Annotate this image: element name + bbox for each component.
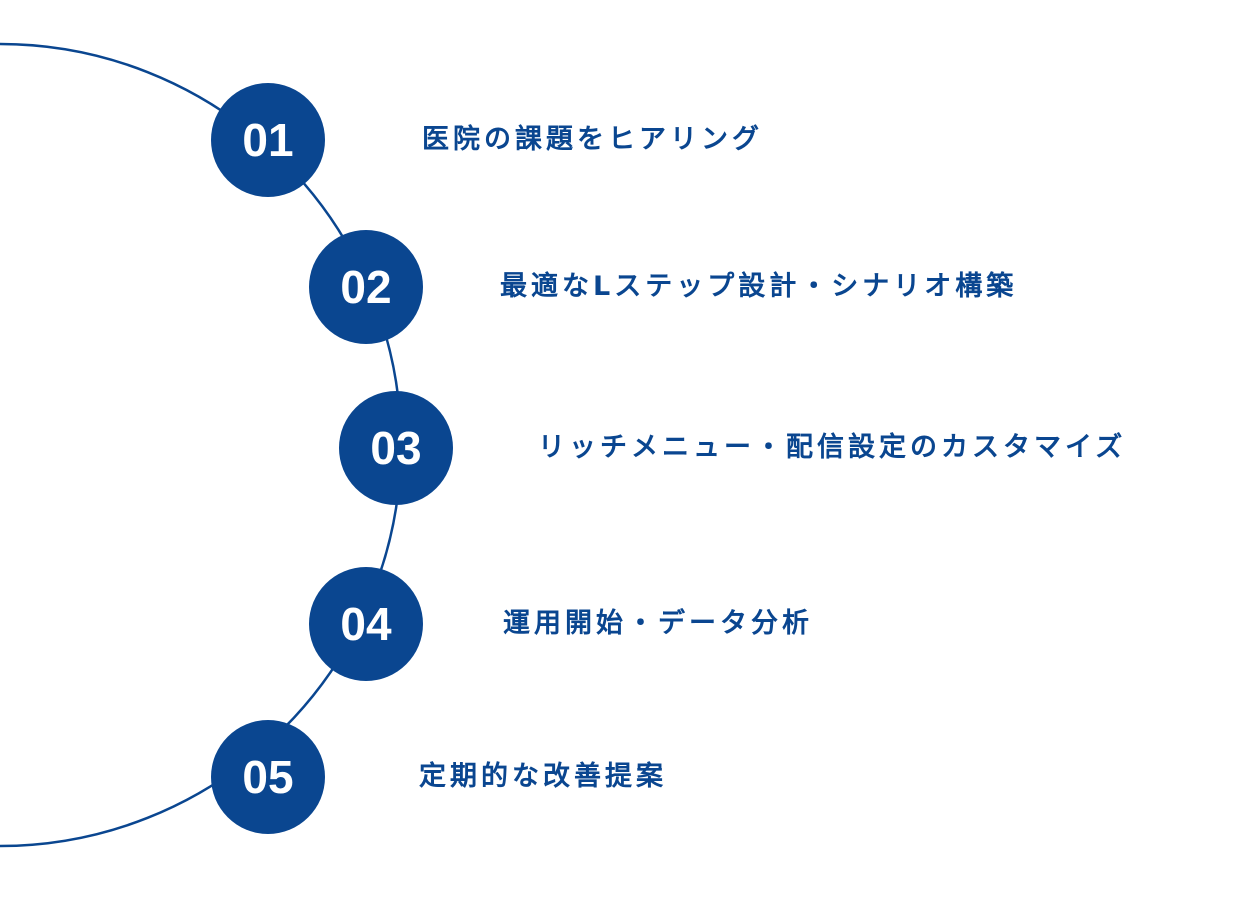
step-number-badge: 02 — [309, 230, 423, 344]
step-number-badge: 01 — [211, 83, 325, 197]
step-label: 運用開始・データ分析 — [503, 608, 813, 639]
step-number-badge: 03 — [339, 391, 453, 505]
step-label: リッチメニュー・配信設定のカスタマイズ — [538, 432, 1127, 463]
step-label: 定期的な改善提案 — [419, 761, 667, 792]
step-label: 医院の課題をヒアリング — [422, 124, 763, 155]
step-number-badge: 04 — [309, 567, 423, 681]
step-number-badge: 05 — [211, 720, 325, 834]
step-label: 最適なLステップ設計・シナリオ構築 — [500, 271, 1018, 302]
